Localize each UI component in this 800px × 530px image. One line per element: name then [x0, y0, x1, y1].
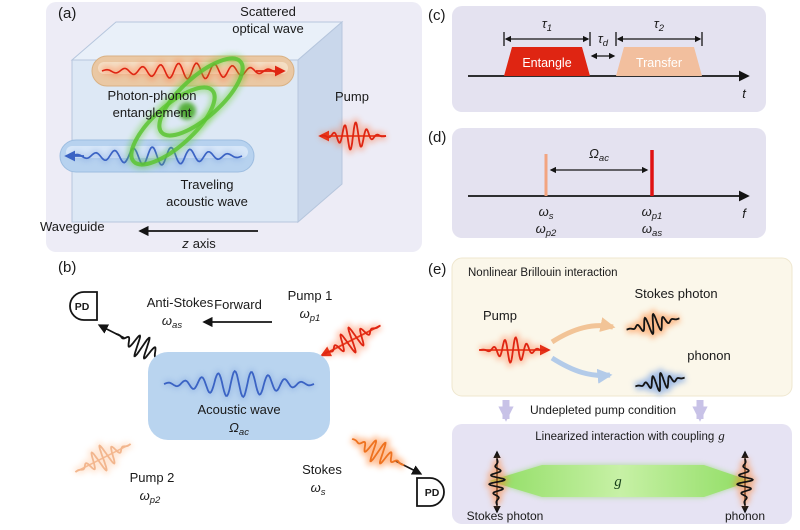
phonon-top-packet — [633, 368, 687, 396]
phonon-top-label: phonon — [687, 348, 730, 363]
pd-right-label: PD — [425, 487, 440, 499]
panel-d: (d) f Ωac ωs ωp2 ωp1 ωas — [428, 128, 766, 239]
omega-p2-label: ωp2 — [536, 221, 557, 239]
pump1-frequency: ωp1 — [300, 306, 321, 324]
stokes-photon-top-packet — [625, 308, 681, 340]
omega-p1-label: ωp1 — [642, 204, 663, 222]
pd-left-label: PD — [75, 301, 90, 313]
waveguide-label: Waveguide — [40, 219, 105, 234]
stokes-frequency: ωs — [311, 480, 326, 498]
panel-e: (e) Nonlinear Brillouin interaction Pump… — [428, 257, 793, 524]
pump2-wave-packet — [73, 440, 133, 476]
traveling-acoustic-label-line1: Traveling — [181, 177, 234, 192]
omega-ac-label: Ωac — [589, 146, 609, 164]
panel-d-background — [452, 128, 766, 238]
transfer-pulse-label: Transfer — [636, 56, 682, 70]
panel-b: (b) PD Anti-Stokes ωas Forward Pump 1 ωp… — [58, 259, 445, 507]
pump2-frequency: ωp2 — [140, 488, 161, 506]
entanglement-label-line1: Photon-phonon — [108, 88, 197, 103]
frequency-axis-label: f — [742, 206, 747, 221]
panel-c: (c) t Entangle Transfer τ1 τd τ2 — [428, 6, 766, 112]
entangle-pulse-label: Entangle — [522, 56, 571, 70]
panel-c-tag: (c) — [428, 7, 446, 24]
pump-to-phonon-arrow — [550, 355, 613, 384]
anti-stokes-label: Anti-Stokes — [147, 295, 214, 310]
acoustic-wave-b — [162, 367, 316, 401]
pump-wave-packet-a — [318, 117, 387, 155]
nonlinear-interaction-title: Nonlinear Brillouin interaction — [468, 267, 618, 279]
scattered-label-line1: Scattered — [240, 4, 296, 19]
tau1-label: τ1 — [542, 16, 552, 34]
panel-c-background — [452, 6, 766, 112]
coupling-band — [489, 465, 751, 497]
acoustic-frequency: Ωac — [229, 420, 249, 438]
phonon-bottom-label: phonon — [725, 509, 765, 523]
stokes-photon-top-label: Stokes photon — [634, 286, 717, 301]
tau-d-label: τd — [598, 31, 609, 49]
undepleted-label: Undepleted pump condition — [530, 403, 676, 417]
scattered-wave — [100, 59, 284, 83]
stokes-photon-bottom-label: Stokes photon — [467, 509, 544, 523]
panel-b-tag: (b) — [58, 259, 76, 276]
transfer-pulse — [616, 47, 702, 76]
pump-label-e: Pump — [483, 308, 517, 323]
photodetector-right: PD — [416, 477, 445, 507]
pump-wave-packet-e — [479, 332, 551, 368]
entanglement-node — [178, 102, 196, 120]
omega-as-label: ωas — [642, 221, 662, 239]
time-axis-label: t — [742, 86, 747, 101]
scattered-label-line2: optical wave — [232, 21, 304, 36]
photodetector-left: PD — [69, 291, 98, 321]
panel-a-tag: (a) — [58, 5, 76, 22]
tau2-label: τ2 — [654, 16, 665, 34]
traveling-acoustic-label-line2: acoustic wave — [166, 194, 248, 209]
entanglement-label-line2: entanglement — [113, 105, 192, 120]
pump2-label: Pump 2 — [130, 470, 175, 485]
stokes-photon-bottom-packet — [484, 457, 510, 507]
pump1-wave-packet — [320, 322, 383, 358]
phonon-bottom-packet — [732, 457, 758, 507]
coupling-g-label: g — [614, 474, 622, 490]
pump-label-a: Pump — [335, 89, 369, 104]
pump1-label: Pump 1 — [288, 288, 333, 303]
panel-a: (a) — [40, 2, 422, 252]
entangle-pulse — [504, 47, 590, 76]
pump-to-stokes-arrow — [550, 317, 616, 345]
omega-s-label: ωs — [539, 204, 554, 222]
acoustic-wave-label: Acoustic wave — [197, 402, 280, 417]
anti-stokes-frequency: ωas — [162, 313, 182, 331]
panel-d-tag: (d) — [428, 129, 446, 146]
stokes-label: Stokes — [302, 462, 342, 477]
forward-label: Forward — [214, 297, 262, 312]
panel-e-tag: (e) — [428, 261, 446, 278]
nonlinear-interaction-box — [451, 257, 793, 397]
stokes-wave-packet — [350, 435, 423, 475]
